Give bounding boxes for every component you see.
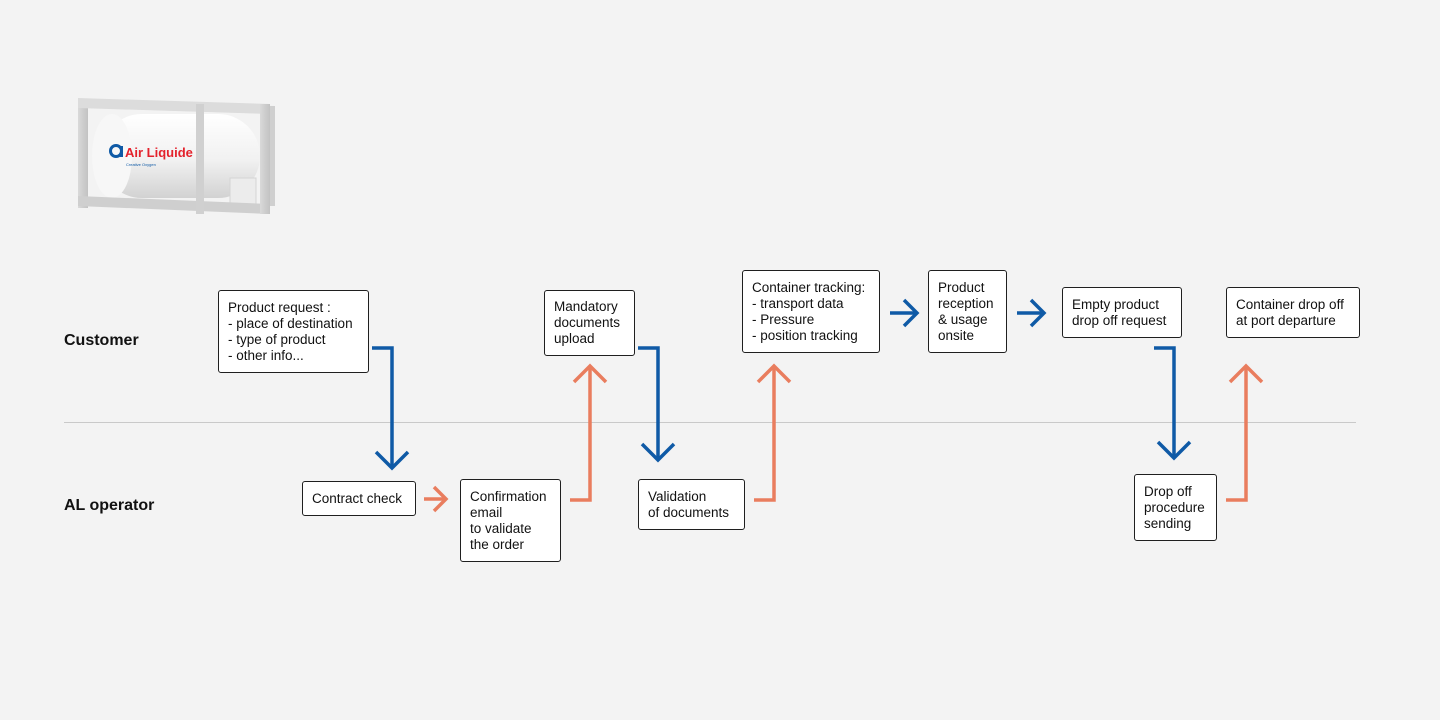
arrow-documents-to-validation [638, 346, 660, 460]
step-text-line: - type of product [228, 331, 326, 347]
step-text-line: Product request : [228, 299, 331, 315]
step-text-line: at port departure [1236, 312, 1336, 328]
step-text-line: documents [554, 315, 621, 330]
arrowhead-documents-to-validation [640, 442, 676, 463]
step-product-reception: Product reception & usage onsite [928, 270, 1007, 353]
step-text-line: sending [1144, 515, 1192, 531]
arrowhead-reception-to-empty-request [1029, 298, 1047, 328]
step-text-line: Contract check [312, 490, 403, 506]
step-text-line: to validate [470, 520, 532, 536]
step-product-request: Product request : - place of destination… [218, 290, 369, 373]
step-text-line: drop off request [1072, 312, 1167, 328]
step-container-tracking: Container tracking: - transport data - P… [742, 270, 880, 353]
step-text-line: - place of destination [228, 315, 353, 331]
arrowhead-procedure-to-container-dropoff [1228, 363, 1264, 384]
step-text-line: Empty product [1072, 296, 1160, 312]
step-text-line: onsite [938, 327, 975, 343]
arrow-validation-to-tracking [754, 366, 776, 502]
arrowhead-tracking-to-reception [902, 298, 920, 328]
iso-tank-container-icon: Air Liquide Creative Oxygen [78, 98, 275, 214]
step-validation-of-documents: Validation of documents [638, 479, 745, 530]
step-confirmation-email: Confirmation email to validate the order [460, 479, 561, 562]
step-text-line: Drop off [1144, 483, 1192, 499]
arrowhead-empty-request-to-procedure [1156, 440, 1192, 461]
step-text-line: - position tracking [752, 327, 858, 343]
step-text-line: the order [470, 536, 525, 552]
step-contract-check: Contract check [302, 481, 416, 516]
step-text-line: Container drop off [1236, 296, 1344, 312]
logo-tagline: Creative Oxygen [126, 162, 156, 167]
step-text-line: - transport data [752, 295, 844, 311]
lane-label-al-operator: AL operator [64, 497, 155, 514]
step-text-line: upload [554, 331, 595, 346]
arrow-empty-request-to-procedure [1154, 346, 1176, 458]
step-text-line: procedure [1144, 499, 1205, 515]
arrowhead-contract-to-confirmation [432, 485, 449, 513]
step-text-line: - Pressure [752, 311, 815, 327]
step-text-line: & usage [938, 311, 988, 327]
step-text-line: Mandatory [554, 299, 618, 314]
logo-brand: Air Liquide [125, 145, 193, 160]
lane-divider [64, 422, 1356, 423]
lane-label-customer: Customer [64, 332, 139, 349]
arrowhead-validation-to-tracking [756, 363, 792, 384]
step-dropoff-procedure-sending: Drop off procedure sending [1134, 474, 1217, 541]
step-text-line: email [470, 504, 503, 520]
step-text-line: reception [938, 295, 994, 311]
arrowhead-confirmation-to-documents [572, 363, 608, 384]
step-container-dropoff-port: Container drop off at port departure [1226, 287, 1360, 338]
arrow-request-to-contract [372, 346, 394, 468]
step-text-line: - other info... [228, 347, 304, 363]
arrowhead-request-to-contract [374, 450, 410, 471]
arrow-procedure-to-container-dropoff [1226, 366, 1248, 502]
step-mandatory-documents-upload: Mandatory documents upload [544, 290, 635, 356]
step-empty-product-dropoff-request: Empty product drop off request [1062, 287, 1182, 338]
step-text-line: Product [938, 279, 985, 295]
step-text-line: Container tracking: [752, 279, 866, 295]
step-text-line: Validation [648, 488, 707, 504]
arrow-confirmation-to-documents [570, 366, 592, 502]
step-text-line: Confirmation [470, 488, 547, 504]
step-text-line: of documents [648, 504, 730, 520]
